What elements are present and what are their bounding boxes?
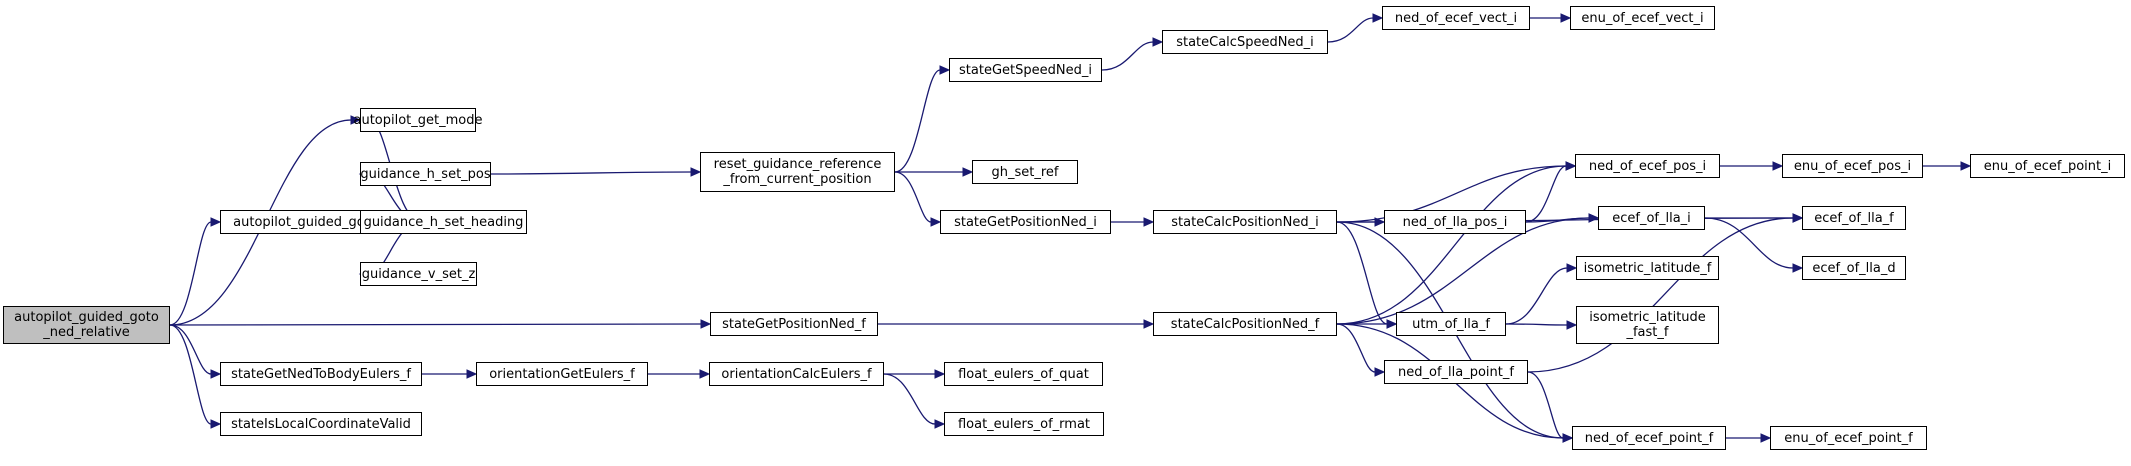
arrowhead-scpnf-to-uolf [1386,319,1398,329]
arrowhead-noepi-to-eoepi [1772,161,1784,171]
node-sgsni[interactable]: stateGetSpeedNed_i [949,58,1102,82]
node-oce[interactable]: orientationCalcEulers_f [709,362,884,386]
node-eoepti[interactable]: enu_of_ecef_point_i [1970,154,2125,178]
edge-nolptf-to-eolf [1527,217,1794,373]
arrowhead-rgr-to-ghsr [962,167,974,177]
edge-root-to-aggn [169,221,212,326]
node-noeptf[interactable]: ned_of_ecef_point_f [1572,426,1726,450]
arrowhead-nolptf-to-eolf [1792,213,1804,223]
arrowhead-scpnf-to-eoli [1588,213,1600,223]
arrowhead-root-to-sgpnf [700,319,712,329]
arrowhead-oce-to-feor [934,419,946,429]
edge-ghsp-to-rgr [490,171,692,175]
edge-sgsni-to-scsni [1101,41,1154,71]
arrowhead-sgsni-to-scsni [1152,37,1164,47]
node-eoevi[interactable]: enu_of_ecef_vect_i [1570,6,1715,30]
node-scpnf[interactable]: stateCalcPositionNed_f [1153,312,1337,336]
node-uolf[interactable]: utm_of_lla_f [1396,312,1506,336]
node-scpni[interactable]: stateCalcPositionNed_i [1153,210,1337,234]
node-rgr[interactable]: reset_guidance_reference _from_current_p… [700,152,895,192]
node-eold[interactable]: ecef_of_lla_d [1802,256,1906,280]
node-noepi[interactable]: ned_of_ecef_pos_i [1575,154,1720,178]
edge-root-to-sgpnf [169,323,702,326]
edge-scpni-to-uolf [1336,221,1388,325]
node-eolf[interactable]: ecef_of_lla_f [1802,206,1906,230]
node-eoli[interactable]: ecef_of_lla_i [1598,206,1705,230]
node-nolptf[interactable]: ned_of_lla_point_f [1384,360,1528,384]
edge-nolptf-to-noeptf [1527,371,1564,439]
arrowhead-rgr-to-sgpni [930,217,942,227]
edge-scsni-to-noevi [1327,17,1374,43]
arrowhead-noeptf-to-eoeptf [1760,433,1772,443]
node-eoepi[interactable]: enu_of_ecef_pos_i [1782,154,1923,178]
edge-rgr-to-sgpni [894,171,932,223]
node-agm[interactable]: autopilot_get_mode [354,108,483,132]
node-scsni[interactable]: stateCalcSpeedNed_i [1162,30,1328,54]
edge-root-to-sgntbe [169,324,212,375]
edge-scpnf-to-noepi [1336,165,1567,325]
arrowhead-root-to-aggn [210,217,222,227]
arrowhead-oce-to-feoq [934,369,946,379]
node-nolpi[interactable]: ned_of_lla_pos_i [1384,210,1526,234]
arrowhead-eoepi-to-eoepti [1960,161,1972,171]
node-ghsp[interactable]: guidance_h_set_pos [360,162,491,186]
node-ghsr[interactable]: gh_set_ref [972,160,1078,184]
arrowhead-rgr-to-sgsni [939,65,951,75]
node-noevi[interactable]: ned_of_ecef_vect_i [1382,6,1530,30]
node-oge[interactable]: orientationGetEulers_f [476,362,648,386]
arrowhead-root-to-sgntbe [210,369,222,379]
arrowhead-scpnf-to-nolptf [1374,367,1386,377]
node-sgntbe[interactable]: stateGetNedToBodyEulers_f [220,362,422,386]
node-eoeptf[interactable]: enu_of_ecef_point_f [1770,426,1927,450]
edge-scpnf-to-nolptf [1336,323,1376,373]
edge-eoli-to-eold [1704,217,1794,269]
node-silcv[interactable]: stateIsLocalCoordinateValid [220,412,422,436]
arrowhead-eoli-to-eold [1792,263,1804,273]
arrowhead-oge-to-oce [699,369,711,379]
edge-rgr-to-sgsni [894,69,941,173]
arrowhead-uolf-to-ilf [1566,263,1578,273]
node-sgpni[interactable]: stateGetPositionNed_i [940,210,1111,234]
arrowhead-root-to-agm [350,115,362,125]
arrowhead-sgntbe-to-oge [466,369,478,379]
arrowhead-scsni-to-noevi [1372,13,1384,23]
arrowhead-uolf-to-ilff [1566,320,1578,330]
edge-scpni-to-noepi [1336,165,1567,223]
node-gvsz[interactable]: guidance_v_set_z [360,262,477,286]
node-root: autopilot_guided_goto _ned_relative [3,306,170,344]
node-ilf[interactable]: isometric_latitude_f [1576,256,1719,280]
arrowhead-sgpni-to-scpni [1143,217,1155,227]
arrowhead-ghsp-to-rgr [690,167,702,177]
arrowhead-nolptf-to-noeptf [1562,433,1574,443]
edge-nolpi-to-noepi [1525,165,1567,223]
arrowhead-scpni-to-nolpi [1374,217,1386,227]
edge-uolf-to-ilf [1505,267,1568,325]
edge-scpnf-to-eoli [1336,217,1590,325]
node-ilff[interactable]: isometric_latitude _fast_f [1576,306,1719,344]
edge-oce-to-feor [883,373,936,425]
edge-uolf-to-ilff [1505,323,1568,326]
arrowhead-root-to-silcv [210,419,222,429]
node-sgpnf[interactable]: stateGetPositionNed_f [710,312,878,336]
node-feoq[interactable]: float_eulers_of_quat [944,362,1103,386]
arrowhead-noevi-to-eoevi [1560,13,1572,23]
arrowhead-sgpnf-to-scpnf [1143,319,1155,329]
edge-root-to-silcv [169,324,212,425]
node-feor[interactable]: float_eulers_of_rmat [944,412,1104,436]
node-ghsh[interactable]: guidance_h_set_heading [360,210,527,234]
arrowhead-scpnf-to-noepi [1565,161,1577,171]
